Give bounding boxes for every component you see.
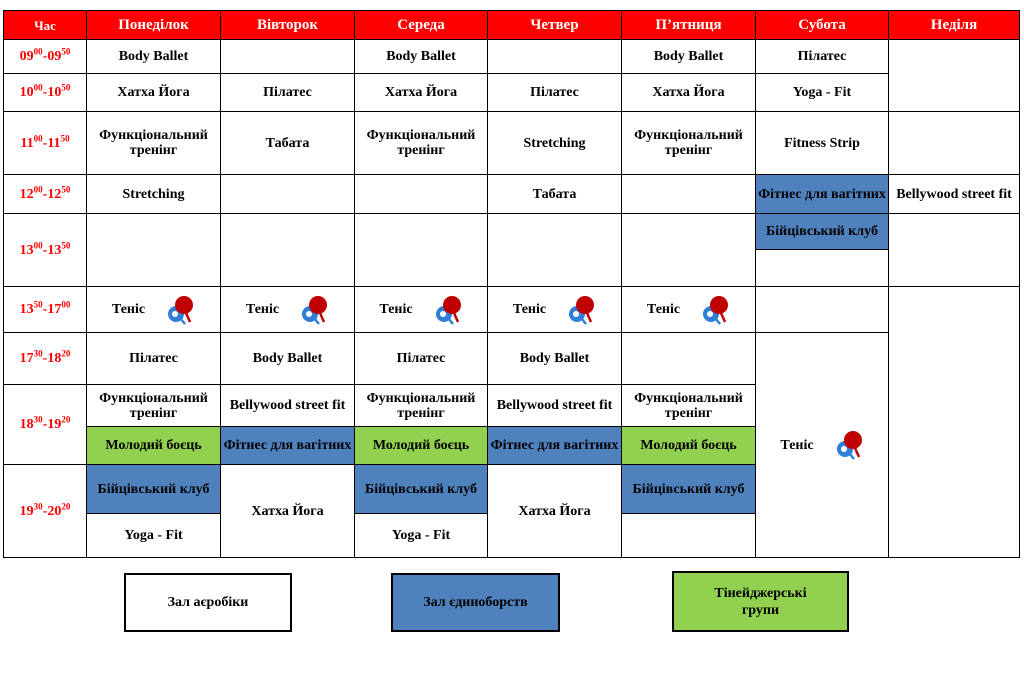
empty-cell (888, 213, 1020, 287)
time-slot: 1730-1820 (3, 332, 87, 385)
class-cell: Функціональний тренінг (621, 111, 756, 175)
class-cell: Пілатес (487, 73, 622, 112)
class-cell: Табата (220, 111, 355, 175)
class-cell: Табата (487, 174, 622, 214)
table-tennis-paddle-icon (836, 431, 862, 460)
class-cell-tennis: Теніс (86, 286, 221, 333)
empty-cell (621, 513, 756, 558)
class-cell: Функціональний тренінг (354, 111, 488, 175)
class-cell: Функціональний тренінг (354, 384, 488, 427)
empty-cell (86, 213, 221, 287)
class-cell-martial: Бійцівський клуб (755, 213, 889, 250)
class-cell-tennis: Теніс (755, 332, 889, 558)
class-cell: Bellywood street fit (487, 384, 622, 427)
class-cell-tennis: Теніс (354, 286, 488, 333)
legend-martial-arts: Зал єдиноборств (391, 573, 560, 632)
empty-cell (888, 286, 1020, 558)
class-cell: Хатха Йога (354, 73, 488, 112)
class-cell: Yoga - Fit (755, 73, 889, 112)
class-cell-martial: Бійцівський клуб (621, 464, 756, 514)
table-tennis-paddle-icon (435, 295, 461, 325)
class-cell: Хатха Йога (86, 73, 221, 112)
class-cell-martial: Фітнес для вагітних (220, 426, 355, 465)
empty-cell (220, 39, 355, 74)
class-cell: Функціональний тренінг (86, 384, 221, 427)
class-cell-martial: Бійцівський клуб (354, 464, 488, 514)
class-cell: Body Ballet (86, 39, 221, 74)
class-cell: Хатха Йога (487, 464, 622, 558)
time-slot: 0900-0950 (3, 39, 87, 74)
class-cell: Пілатес (755, 39, 889, 74)
header-wednesday: Середа (354, 10, 488, 40)
table-tennis-paddle-icon (703, 295, 729, 325)
class-cell: Stretching (86, 174, 221, 214)
class-cell: Body Ballet (354, 39, 488, 74)
time-slot: 1000-1050 (3, 73, 87, 112)
empty-cell (487, 39, 622, 74)
time-slot: 1350-1700 (3, 286, 87, 333)
empty-cell (888, 39, 1020, 112)
class-cell-teen: Молодий боєць (86, 426, 221, 465)
empty-cell (354, 174, 488, 214)
class-cell: Body Ballet (621, 39, 756, 74)
class-cell-martial: Бійцівський клуб (86, 464, 221, 514)
time-slot: 1300-1350 (3, 213, 87, 287)
class-cell-martial: Фітнес для вагітних (755, 174, 889, 214)
class-cell: Bellywood street fit (220, 384, 355, 427)
legend-martial-label: Зал єдиноборств (423, 595, 528, 610)
header-monday: Понеділок (86, 10, 221, 40)
header-saturday: Субота (755, 10, 889, 40)
class-cell: Хатха Йога (621, 73, 756, 112)
time-slot: 1830-1920 (3, 384, 87, 465)
empty-cell (755, 249, 889, 287)
header-friday: П’ятниця (621, 10, 756, 40)
class-cell: Body Ballet (487, 332, 622, 385)
class-cell: Функціональний тренінг (86, 111, 221, 175)
empty-cell (888, 111, 1020, 175)
header-tuesday: Вівторок (220, 10, 355, 40)
header-thursday: Четвер (487, 10, 622, 40)
empty-cell (621, 332, 756, 385)
class-cell: Stretching (487, 111, 622, 175)
class-cell: Пілатес (86, 332, 221, 385)
empty-cell (487, 213, 622, 287)
class-cell: Пілатес (354, 332, 488, 385)
empty-cell (621, 213, 756, 287)
empty-cell (220, 174, 355, 214)
class-cell: Хатха Йога (220, 464, 355, 558)
table-tennis-paddle-icon (168, 295, 194, 325)
empty-cell (354, 213, 488, 287)
legend-teen-label: Тінейджерські групи (714, 585, 807, 618)
header-sunday: Неділя (888, 10, 1020, 40)
class-cell: Функціональний тренінг (621, 384, 756, 427)
class-cell-tennis: Теніс (220, 286, 355, 333)
schedule-table: Час Понеділок Вівторок Середа Четвер П’я… (3, 10, 1020, 558)
class-cell-teen: Молодий боєць (354, 426, 488, 465)
class-cell-tennis: Теніс (621, 286, 756, 333)
class-cell-martial: Фітнес для вагітних (487, 426, 622, 465)
table-tennis-paddle-icon (569, 295, 595, 325)
empty-cell (220, 213, 355, 287)
class-cell-teen: Молодий боєць (621, 426, 756, 465)
time-slot: 1100-1150 (3, 111, 87, 175)
class-cell: Body Ballet (220, 332, 355, 385)
class-cell-tennis: Теніс (487, 286, 622, 333)
legend-teen-groups: Тінейджерські групи (672, 571, 849, 632)
table-tennis-paddle-icon (302, 295, 328, 325)
legend-aerobics: Зал аєробіки (124, 573, 292, 632)
time-slot: 1930-2020 (3, 464, 87, 558)
legend-aerobics-label: Зал аєробіки (167, 595, 249, 610)
header-time: Час (3, 10, 87, 40)
class-cell: Пілатес (220, 73, 355, 112)
empty-cell (621, 174, 756, 214)
class-cell: Yoga - Fit (354, 513, 488, 558)
class-cell: Yoga - Fit (86, 513, 221, 558)
time-slot: 1200-1250 (3, 174, 87, 214)
class-cell: Bellywood street fit (888, 174, 1020, 214)
empty-cell (755, 286, 889, 333)
class-cell: Fitness Strip (755, 111, 889, 175)
